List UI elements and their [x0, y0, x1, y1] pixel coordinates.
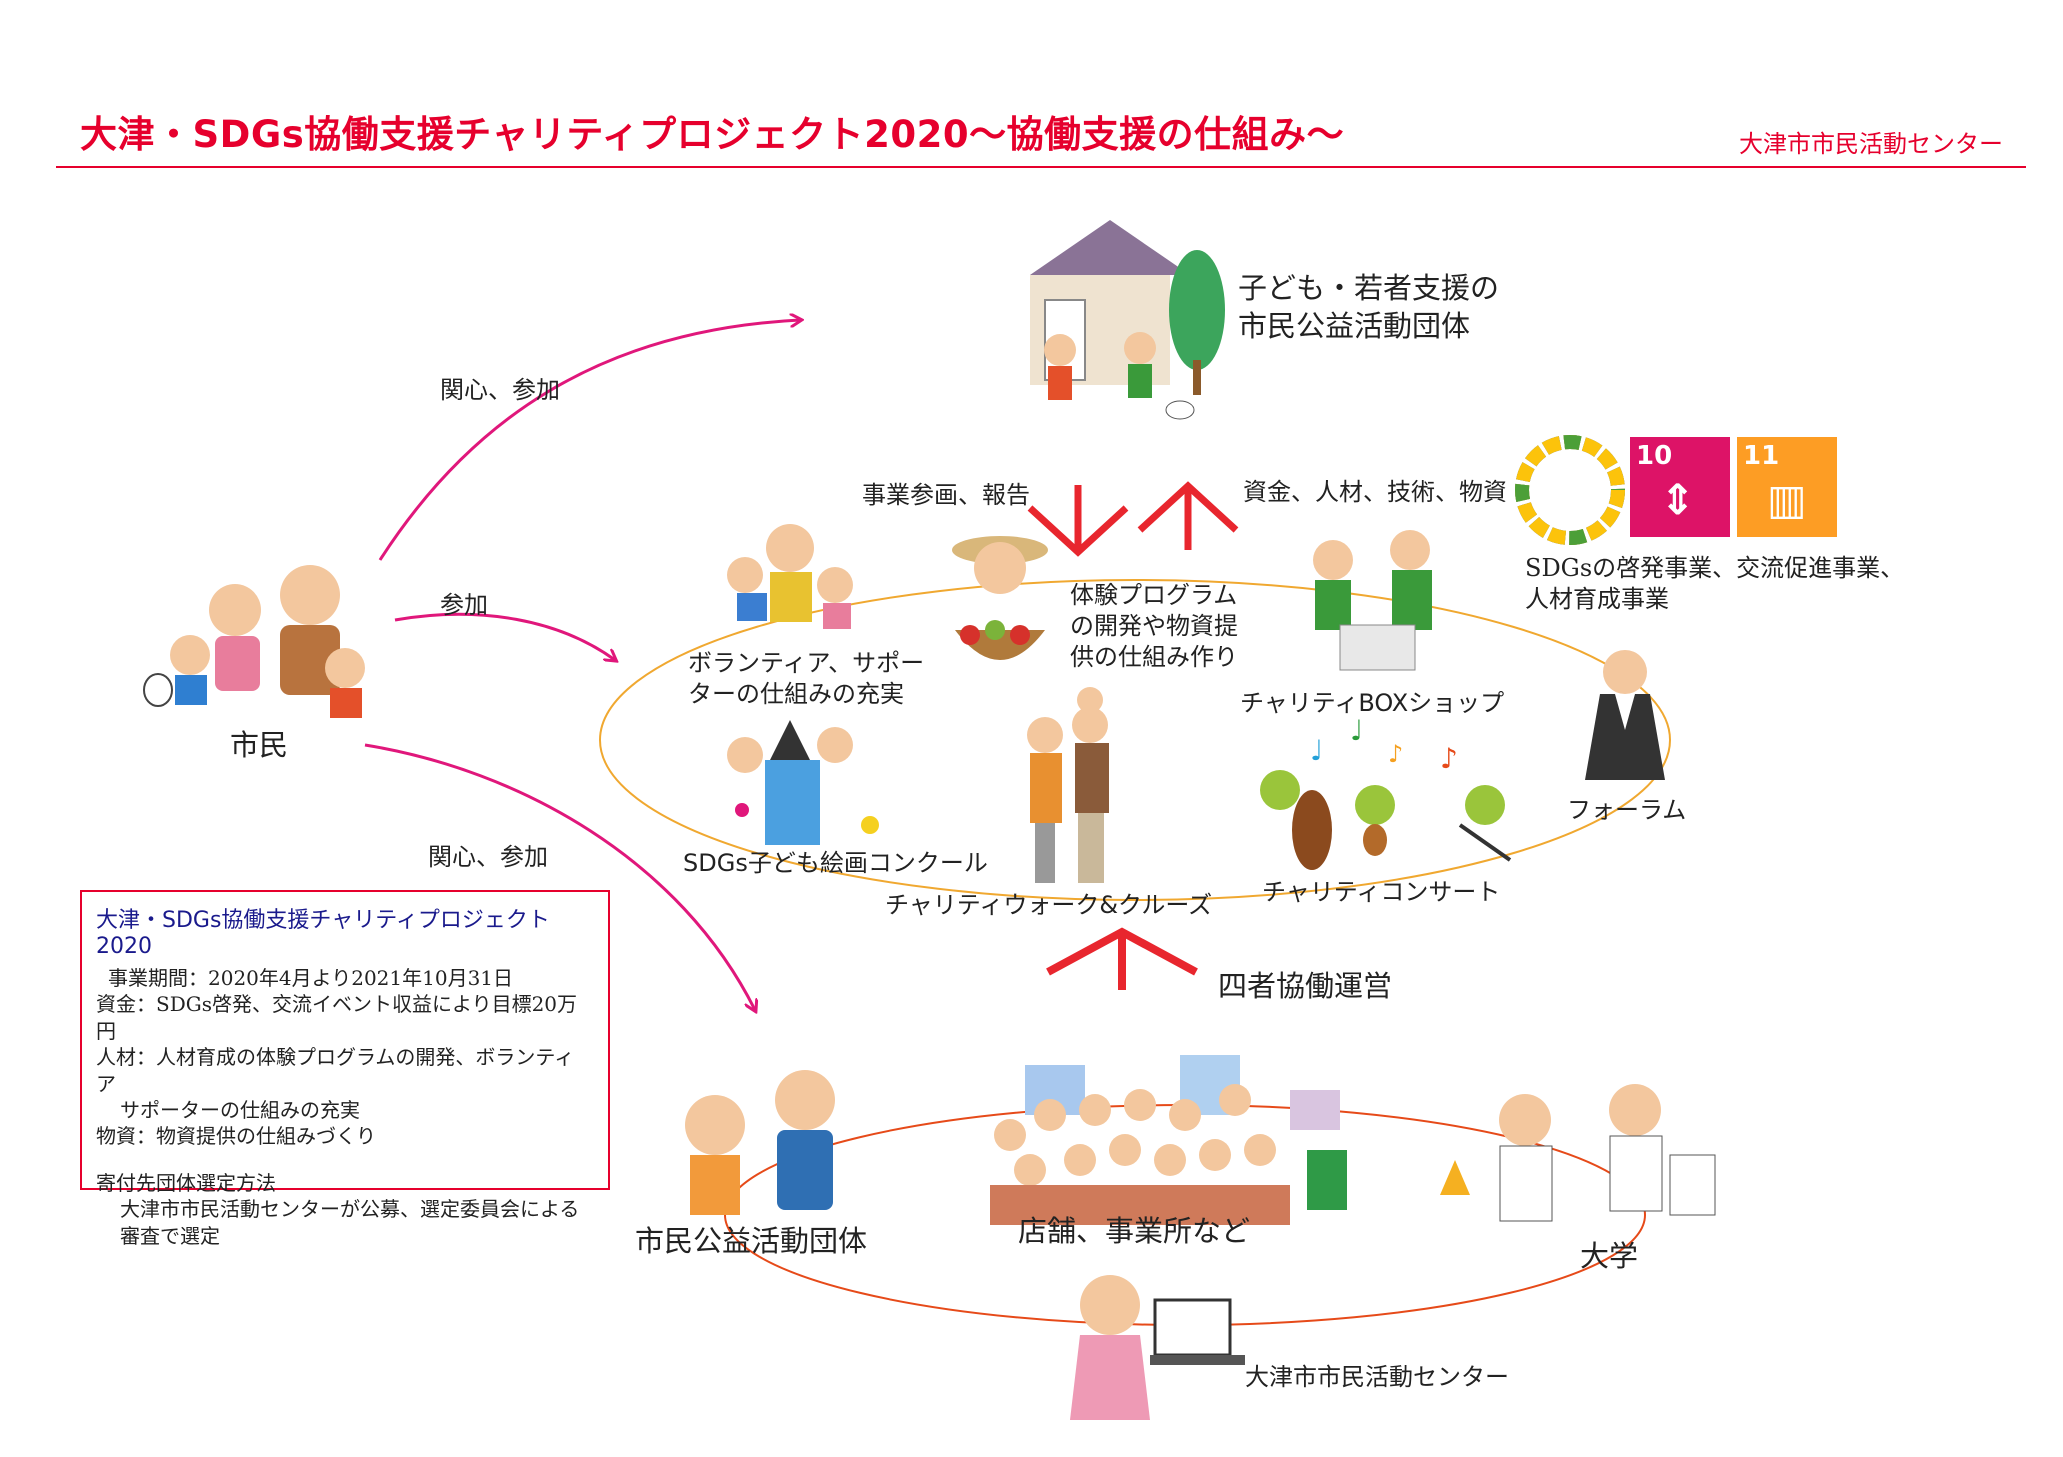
info-box-selection-line1: 大津市市民活動センターが公募、選定委員会による — [120, 1197, 580, 1222]
activity-program-line1: 体験プログラム — [1070, 581, 1238, 609]
flow-arrow-bottom — [364, 743, 755, 1010]
svg-text:♩: ♩ — [1310, 734, 1323, 767]
info-box-period: 事業期間：2020年4月より2021年10月31日 — [108, 966, 514, 990]
activity-walk-label: チャリティウォーク&クルーズ — [885, 891, 1213, 919]
svg-text:♪: ♪ — [1440, 742, 1458, 775]
citizen-label: 市民 — [230, 728, 289, 762]
info-box-selection-heading: 寄付先団体選定方法 — [96, 1170, 276, 1195]
activity-drawing-contest-label: SDGs子ども絵画コンクール — [683, 849, 988, 877]
center-worker-illustration — [1070, 1275, 1245, 1420]
activity-volunteer-label: ボランティア、サポー ターの仕組みの充実 — [688, 648, 924, 710]
sdg-goal-11-number: 11 — [1743, 441, 1780, 471]
civic-group-illustration — [685, 1070, 835, 1215]
activity-forum-label: フォーラム — [1567, 796, 1687, 824]
down-arrow — [1027, 485, 1129, 557]
info-box-funds: 資金：SDGs啓発、交流イベント収益により目標20万円 — [96, 992, 578, 1043]
house-illustration — [1030, 220, 1225, 420]
operation-label: 四者協働運営 — [1218, 969, 1393, 1003]
info-box-people-line2: サポーターの仕組みの充実 — [120, 1097, 360, 1122]
svg-text:♪: ♪ — [1388, 740, 1403, 768]
sdgs-caption-line1: SDGsの啓発事業、交流促進事業、 — [1525, 554, 1905, 582]
info-box-goods: 物資：物資提供の仕組みづくり — [96, 1124, 376, 1149]
equality-icon: ⇕ — [1660, 475, 1696, 524]
sdg-goal-10-number: 10 — [1636, 441, 1673, 471]
activity-program-label: 体験プログラム の開発や物資提 供の仕組み作り — [1070, 580, 1238, 674]
partner-civic-groups-label: 市民公益活動団体 — [635, 1224, 868, 1258]
activity-volunteer-line2: ターの仕組みの充実 — [688, 680, 904, 709]
sdg-goal-10-tile: 10 ⇕ — [1630, 437, 1730, 537]
concert-illustration: ♩ ♩ ♪ ♪ — [1260, 714, 1512, 870]
svg-text:♩: ♩ — [1350, 714, 1363, 747]
city-icon: ▥ — [1767, 475, 1807, 524]
farmer-illustration — [952, 536, 1048, 660]
project-info-box: 大津・SDGs協働支援チャリティプロジェクト2020 事業期間：2020年4月よ… — [80, 890, 610, 1248]
exchange-down-label: 事業参画、報告 — [862, 481, 1030, 509]
beneficiary-label: 子ども・若者支援の 市民公益活動団体 — [1238, 270, 1499, 345]
info-box-people-line1: 人材：人材育成の体験プログラムの開発、ボランティア — [96, 1045, 575, 1096]
charity-walk-illustration — [1027, 687, 1109, 883]
activity-program-line3: 供の仕組み作り — [1070, 643, 1238, 672]
partner-university-label: 大学 — [1580, 1239, 1639, 1273]
activity-concert-label: チャリティコンサート — [1262, 878, 1501, 906]
beneficiary-label-line1: 子ども・若者支援の — [1238, 271, 1500, 305]
partner-center-label: 大津市市民活動センター — [1245, 1363, 1509, 1391]
page-title: 大津・SDGs協働支援チャリティプロジェクト2020〜協働支援の仕組み〜 — [80, 113, 1345, 156]
header-divider — [56, 166, 2026, 168]
drawing-contest-illustration — [727, 720, 879, 845]
activity-program-line2: の開発や物資提 — [1070, 612, 1238, 641]
flow-label-bottom: 関心、参加 — [428, 843, 548, 871]
business-crowd-illustration — [990, 1055, 1347, 1225]
flow-label-top: 関心、参加 — [440, 376, 560, 404]
flow-arrow-middle — [394, 612, 615, 660]
organization-name: 大津市市民活動センター — [1739, 130, 2003, 158]
activity-volunteer-line1: ボランティア、サポー — [688, 649, 925, 677]
sdg-goal-11-tile: 11 ▥ — [1737, 437, 1837, 537]
flow-label-middle: 参加 — [440, 591, 488, 619]
sdgs-wheel-icon — [1515, 435, 1625, 545]
sdgs-caption: SDGsの啓発事業、交流促進事業、 人材育成事業 — [1525, 553, 1904, 615]
volunteer-illustration — [727, 524, 853, 629]
sdgs-caption-line2: 人材育成事業 — [1525, 585, 1669, 614]
activity-ellipse — [599, 579, 1671, 901]
university-illustration — [1440, 1084, 1716, 1222]
info-box-selection-line2: 審査で選定 — [120, 1223, 220, 1248]
shop-illustration — [1313, 530, 1432, 671]
beneficiary-label-line2: 市民公益活動団体 — [1238, 308, 1471, 343]
forum-speaker-illustration — [1585, 650, 1665, 780]
operation-arrow — [1046, 927, 1198, 990]
info-box-title: 大津・SDGs協働支援チャリティプロジェクト2020 — [96, 908, 550, 959]
exchange-up-label: 資金、人材、技術、物資 — [1243, 478, 1507, 506]
up-arrow — [1137, 481, 1239, 550]
flow-arrow-top — [378, 320, 800, 561]
activity-box-shop-label: チャリティBOXショップ — [1240, 689, 1505, 717]
citizen-family-illustration — [143, 565, 365, 718]
partner-shops-label: 店舗、事業所など — [1018, 1214, 1251, 1248]
